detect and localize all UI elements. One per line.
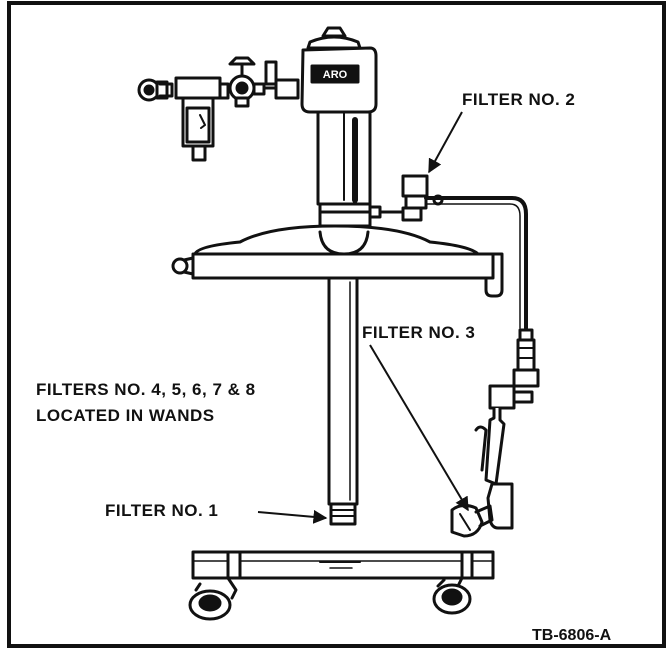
fluid-hose [424,196,528,330]
spray-gun [450,406,514,538]
caster-left [188,576,238,621]
figure-id-label: TB-6806-A [532,627,612,644]
suction-tube [327,276,359,526]
filter-2-label: FILTER NO. 2 [462,90,576,109]
air-regulator [137,56,300,162]
pump-motor-head: ARO [300,26,378,114]
pump-body [316,110,382,228]
filter-3-arrow [369,344,469,512]
wand-filters-label-line2: LOCATED IN WANDS [36,406,215,425]
filter-3-label: FILTER NO. 3 [362,323,476,342]
wand-filters-label-line1: FILTERS NO. 4, 5, 6, 7 & 8 [36,380,256,399]
brand-text: ARO [323,69,348,81]
figure-border [7,1,666,648]
filter-2-fitting [378,174,444,222]
filter-2-arrow [428,111,463,174]
filter-1-label: FILTER NO. 1 [105,501,219,520]
drum-bracket [191,550,495,580]
caster-right [432,576,472,615]
brand-plate [310,64,360,84]
filter-1-arrow [257,509,328,524]
hose-swivel [488,328,540,410]
